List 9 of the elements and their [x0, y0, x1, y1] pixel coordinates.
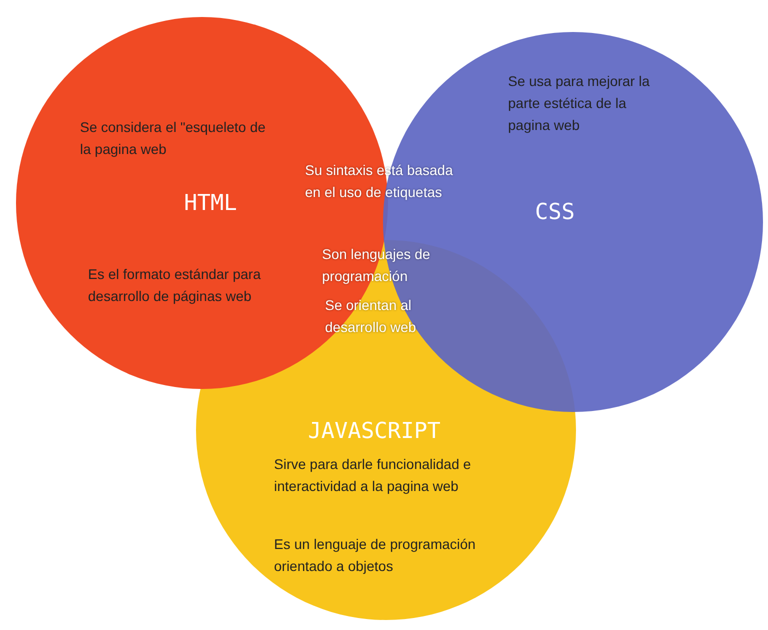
description-text: Sirve para darle funcionalidad e interactividad a la pagina web	[274, 455, 472, 496]
description-text: Es un lenguaje de programación orientado a objetos	[274, 535, 477, 576]
overlap-text: Se orientan al desarrollo web	[325, 296, 418, 337]
description-text: Se usa para mejorar la parte estética de la pagina web	[508, 72, 651, 135]
node-title: HTML	[184, 190, 237, 218]
description-text: Se considera el "esqueleto de la pagina web	[80, 118, 267, 159]
description-text: Es el formato estándar para desarrollo de páginas web	[88, 265, 262, 306]
node-title: JAVASCRIPT	[308, 418, 440, 446]
node-title: CSS	[535, 199, 575, 227]
